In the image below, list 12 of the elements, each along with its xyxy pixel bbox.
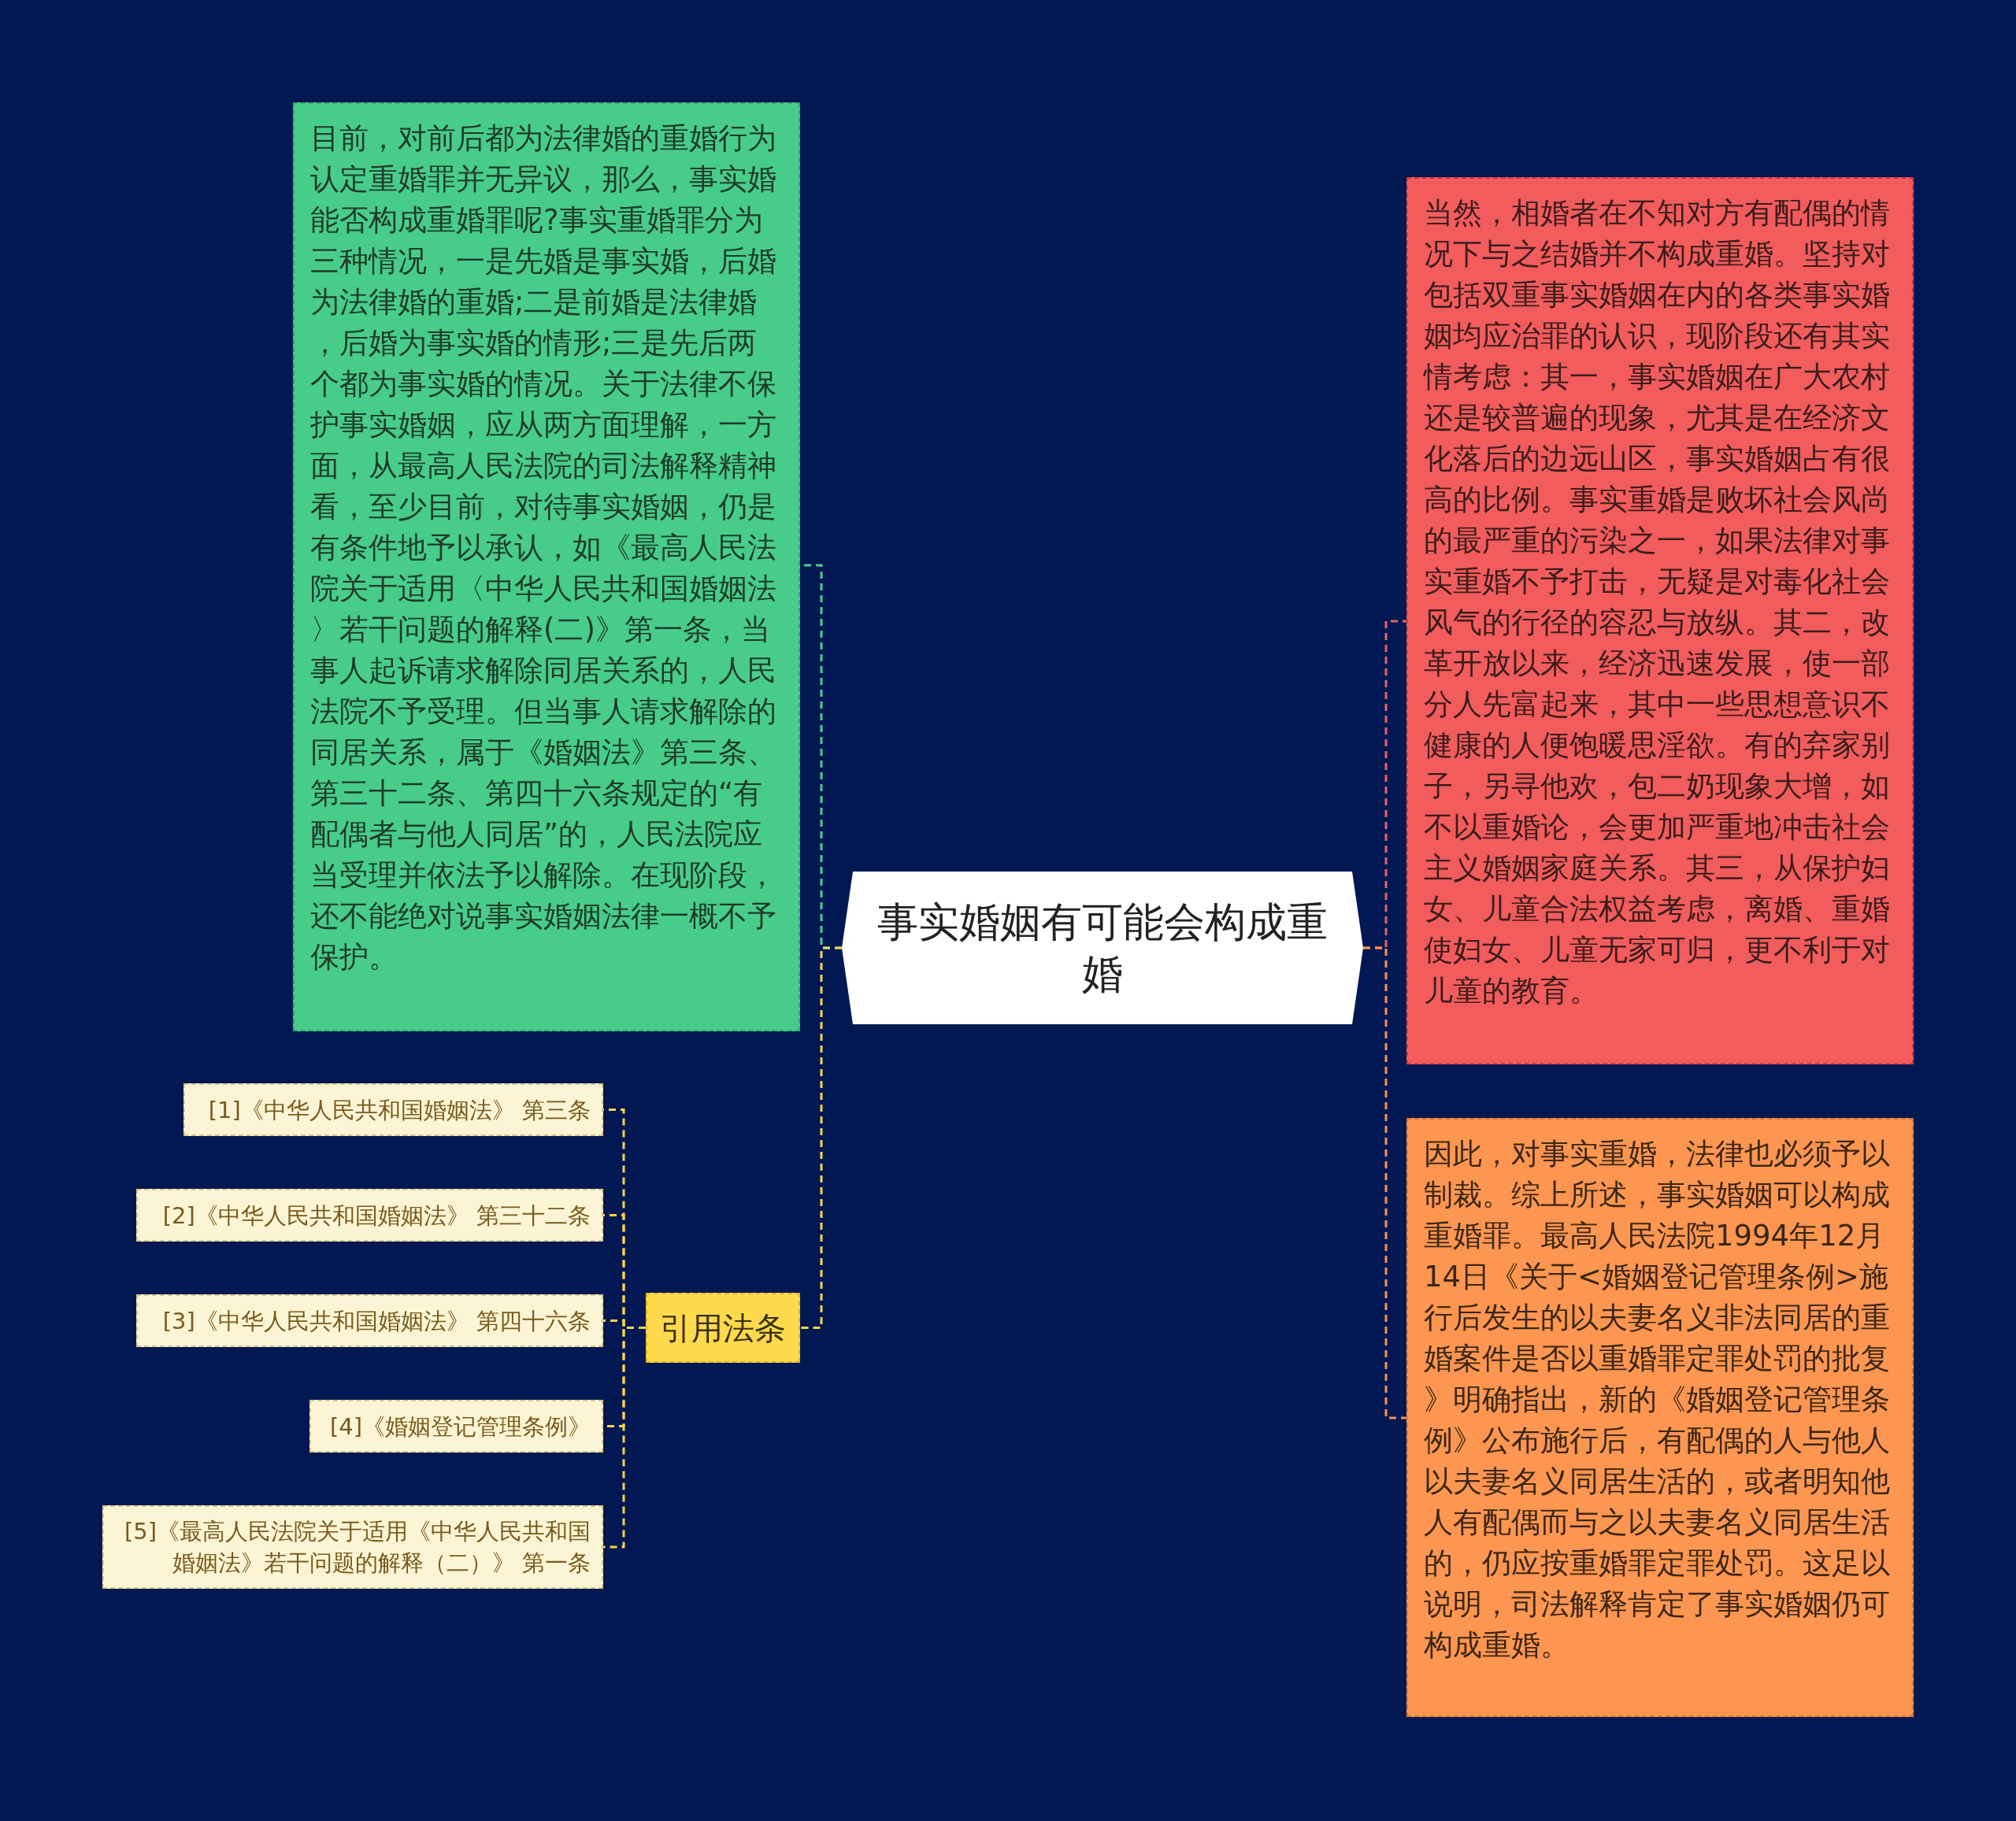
reference-box: [4]《婚姻登记管理条例》 (309, 1400, 603, 1453)
text-card: 目前，对前后都为法律婚的重婚行为认定重婚罪并无异议，那么，事实婚能否构成重婚罪呢?事实重婚罪分为三种情况，一是先婚是事实婚，后婚为法律婚的重婚;二是前婚是法律婚，后婚为事实婚的情形;三是先后两个都为事实婚的情况。关于法律不保护事实婚姻，应从两方面理解，一方面，从最高人民法院的司法解释精神看，至少目前，对待事实婚姻，仍是有条件地予以承认，如《最高人民法院关于适用〈中华人民共和国婚姻法〉若干问题的解释(二)》第一条，当事人起诉请求解除同居关系的，人民法院不予受理。但当事人请求解除的同居关系，属于《婚姻法》第三条、第三十二条、第四十六条规定的“有配偶者与他人同居”的，人民法院应当受理并依法予以解除。在现阶段，还不能绝对说事实婚姻法律一概不予保护。 (293, 102, 800, 1031)
text-card: 当然，相婚者在不知对方有配偶的情况下与之结婚并不构成重婚。坚持对包括双重事实婚姻在内的各类事实婚姻均应治罪的认识，现阶段还有其实情考虑：其一，事实婚姻在广大农村还是较普遍的现象，尤其是在经济文化落后的边远山区，事实婚姻占有很高的比例。事实重婚是败坏社会风尚的最严重的污染之一，如果法律对事实重婚不予打击，无疑是对毒化社会风气的行径的容忍与放纵。其二，改革开放以来，经济迅速发展，使一部分人先富起来，其中一些思想意识不健康的人便饱暖思淫欲。有的弃家别子，另寻他欢，包二奶现象大增，如不以重婚论，会更加严重地冲击社会主义婚姻家庭关系。其三，从保护妇女、儿童合法权益考虑，离婚、重婚使妇女、儿童无家可归，更不利于对儿童的教育。 (1406, 177, 1914, 1064)
text-card: 因此，对事实重婚，法律也必须予以制裁。综上所述，事实婚姻可以构成重婚罪。最高人民法院1994年12月14日《关于<婚姻登记管理条例>施行后发生的以夫妻名义非法同居的重婚案件是否以重婚罪定罪处罚的批复》明确指出，新的《婚姻登记管理条例》公布施行后，有配偶的人与他人以夫妻名义同居生活的，或者明知他人有配偶而与之以夫妻名义同居生活的，仍应按重婚罪定罪处罚。这足以说明，司法解释肯定了事实婚姻仍可构成重婚。 (1406, 1118, 1914, 1717)
reference-box: [3]《中华人民共和国婚姻法》 第四十六条 (136, 1294, 603, 1347)
connector-line (1363, 946, 1406, 1419)
reference-box: [2]《中华人民共和国婚姻法》 第三十二条 (136, 1189, 603, 1242)
connector-line (603, 1327, 646, 1549)
reference-box: [5]《最高人民法院关于适用《中华人民共和国婚姻法》若干问题的解释（二）》 第一条 (102, 1505, 603, 1589)
category-box: 引用法条 (646, 1293, 800, 1363)
reference-box: [1]《中华人民共和国婚姻法》 第三条 (183, 1083, 603, 1136)
connector-line (800, 946, 842, 1329)
